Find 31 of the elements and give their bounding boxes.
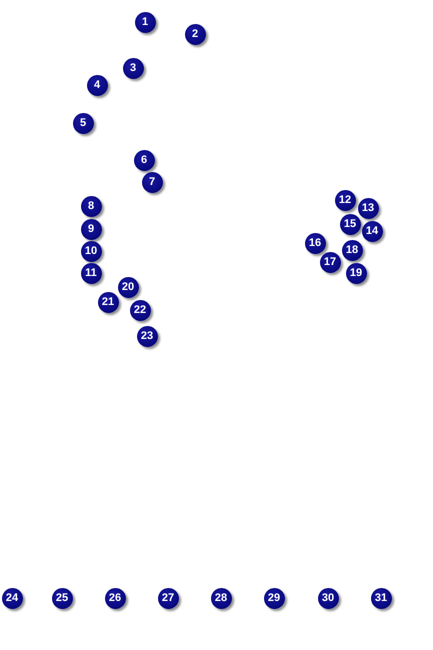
callout-number: 29	[264, 588, 284, 608]
callout-number: 14	[362, 220, 382, 242]
callout-number: 19	[346, 262, 366, 284]
callout-number: 4	[86, 74, 108, 96]
callout-number: 13	[358, 198, 378, 218]
callout-number: 5	[72, 112, 94, 134]
callout-number: 6	[134, 150, 154, 170]
callout-number: 20	[118, 276, 138, 298]
callout-number: 17	[320, 252, 340, 272]
callout-number: 1	[134, 12, 156, 32]
callout-number: 16	[304, 232, 326, 254]
callout-number: 22	[130, 300, 150, 320]
callout-number: 23	[136, 326, 158, 346]
callout-number: 3	[122, 58, 144, 78]
callout-number: 31	[370, 588, 392, 608]
callout-number: 8	[80, 196, 102, 216]
callout-number: 27	[158, 588, 178, 608]
callout-number: 26	[104, 588, 126, 608]
callout-number: 15	[340, 214, 360, 234]
callout-number: 2	[184, 24, 206, 44]
callout-number: 28	[210, 588, 232, 608]
callout-number: 25	[52, 588, 72, 608]
callout-number: 24	[2, 588, 22, 608]
callout-number: 10	[80, 240, 102, 262]
callout-number: 9	[80, 218, 102, 240]
callout-number: 18	[342, 240, 362, 260]
callout-number: 11	[80, 262, 102, 284]
callout-number: 12	[334, 190, 356, 210]
callout-number: 30	[318, 588, 338, 608]
callout-number: 7	[142, 172, 162, 192]
callout-number: 21	[98, 292, 118, 312]
